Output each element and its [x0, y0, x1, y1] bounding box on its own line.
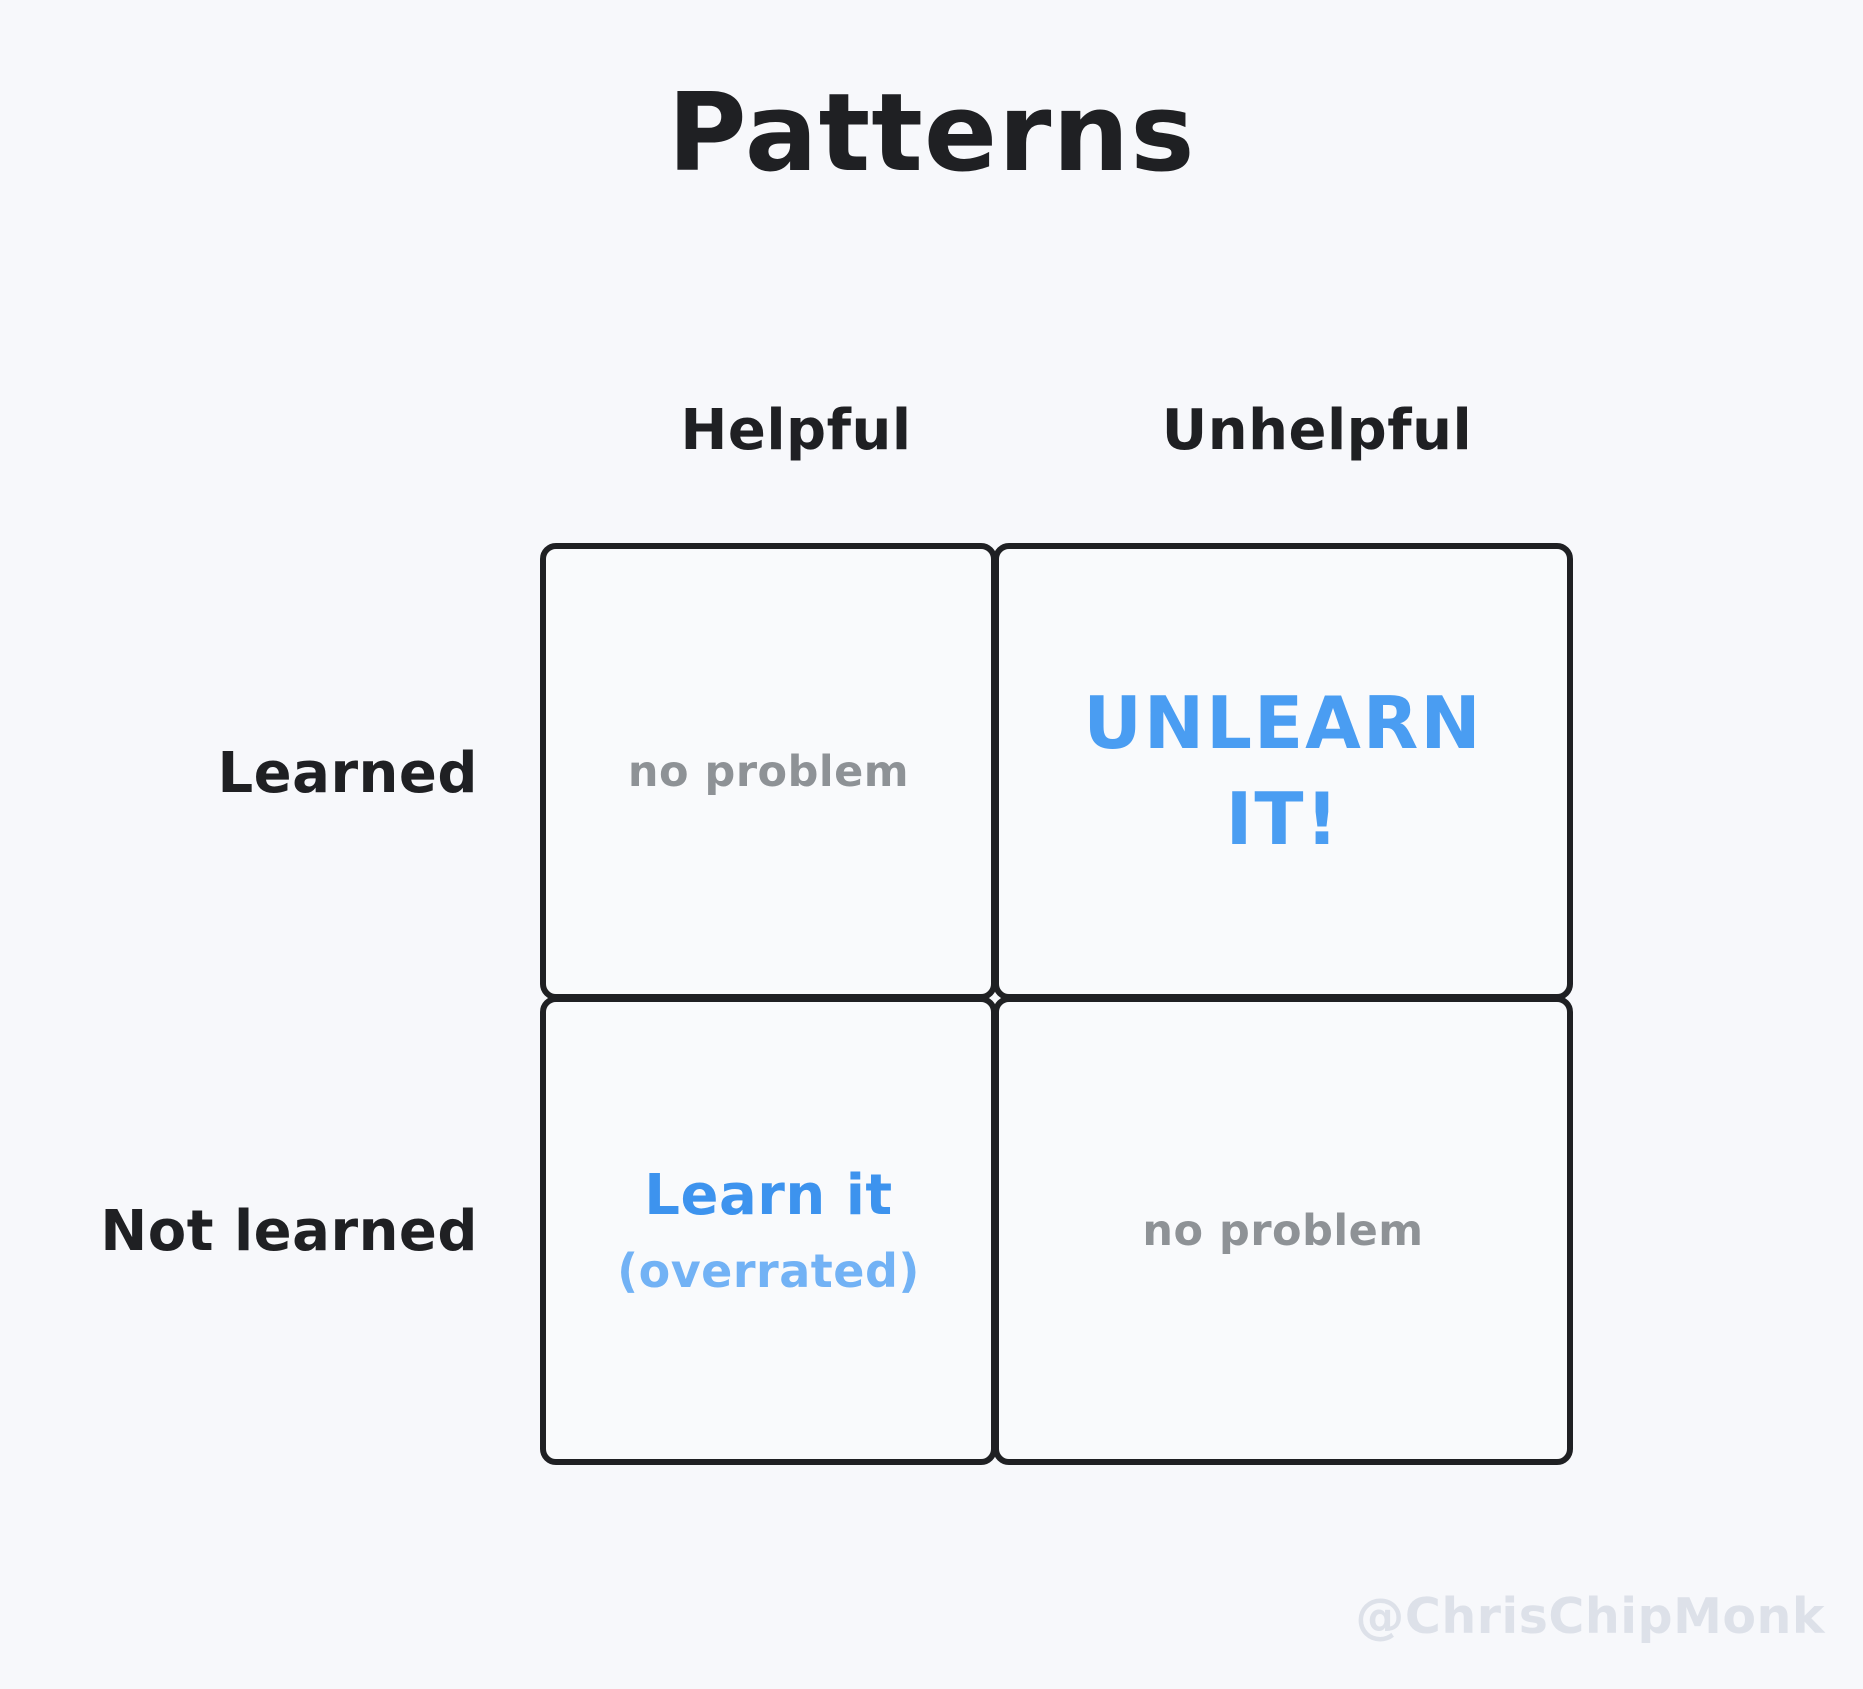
cell-not-learned-helpful-subtext: (overrated) — [617, 1244, 920, 1298]
column-header-helpful: Helpful — [540, 385, 1052, 475]
row-header-not-learned-label: Not learned — [100, 1198, 478, 1264]
row-header-learned-label: Learned — [217, 740, 478, 806]
row-header-not-learned: Not learned — [0, 1181, 540, 1281]
cell-learned-unhelpful-text: UNLEARN IT! — [1083, 681, 1483, 861]
author-watermark: @ChrisChipMonk — [1355, 1588, 1825, 1645]
column-header-unhelpful: Unhelpful — [1061, 385, 1573, 475]
cell-learned-helpful-text: no problem — [627, 746, 910, 797]
page-title: Patterns — [667, 71, 1196, 196]
cell-not-learned-unhelpful: no problem — [993, 996, 1573, 1465]
cell-not-learned-unhelpful-text: no problem — [1142, 1205, 1424, 1256]
column-header-unhelpful-label: Unhelpful — [1161, 397, 1473, 463]
cell-learned-unhelpful: UNLEARN IT! — [993, 543, 1573, 1000]
cell-learned-helpful: no problem — [540, 543, 997, 1000]
patterns-matrix: Helpful Unhelpful Learned Not learned no… — [100, 398, 1573, 1465]
cell-not-learned-helpful-text: Learn it — [644, 1163, 893, 1228]
column-header-helpful-label: Helpful — [680, 397, 912, 463]
row-header-learned: Learned — [0, 723, 540, 823]
cell-not-learned-helpful: Learn it (overrated) — [540, 996, 997, 1465]
